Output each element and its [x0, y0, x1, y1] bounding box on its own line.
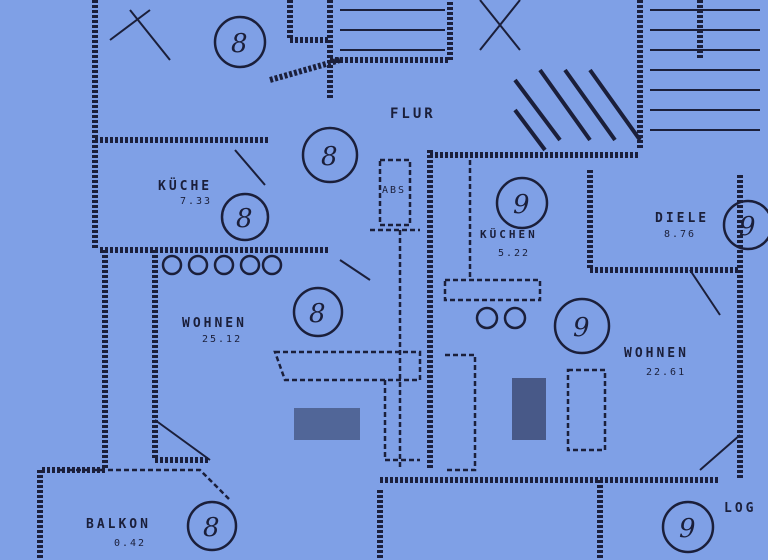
unit-marker: 9	[722, 199, 768, 251]
svg-text:8: 8	[309, 299, 326, 329]
room-labels: FLUR KÜCHE 7.33 WOHNEN 25.12 BALKON 0.42…	[86, 106, 756, 549]
unit-marker: 9	[553, 297, 611, 355]
unit-marker: 8	[186, 500, 238, 552]
svg-text:8: 8	[203, 513, 220, 543]
room-label-wohnen-right: WOHNEN	[624, 346, 689, 361]
room-label-wohnen-left: WOHNEN	[182, 316, 247, 331]
area-label-diele: 8.76	[664, 229, 696, 240]
area-label-wohnen-right: 22.61	[646, 367, 686, 378]
unit-marker: 8	[213, 15, 267, 69]
room-label-abs: ABS	[382, 185, 406, 196]
room-label-diele: DIELE	[655, 211, 709, 226]
svg-text:9: 9	[679, 514, 696, 544]
stair-hatching	[109, 0, 760, 152]
svg-text:9: 9	[513, 190, 530, 220]
svg-text:8: 8	[321, 142, 338, 172]
room-label-kueche-right: KÜCHEN	[480, 227, 538, 241]
svg-text:8: 8	[236, 204, 253, 234]
room-label-loggia: LOG	[724, 501, 756, 516]
fixtures	[154, 149, 741, 472]
unit-marker: 9	[661, 500, 715, 554]
unit-marker: 8	[301, 126, 359, 184]
unit-marker: 9	[495, 176, 549, 230]
room-label-flur: FLUR	[390, 106, 436, 122]
area-label-kueche-right: 5.22	[498, 248, 530, 259]
room-label-balkon: BALKON	[86, 517, 151, 532]
room-label-kueche-left: KÜCHE	[158, 178, 212, 194]
area-label-wohnen-left: 25.12	[202, 334, 242, 345]
unit-marker: 8	[220, 192, 270, 242]
unit-marker: 8	[292, 286, 344, 338]
area-label-kueche-left: 7.33	[180, 196, 212, 207]
svg-text:9: 9	[739, 212, 756, 242]
svg-text:8: 8	[231, 29, 248, 59]
unit-markers: 8 8 8 8 8 9 9 9	[186, 15, 768, 554]
walls	[37, 0, 743, 560]
svg-text:9: 9	[573, 313, 590, 343]
area-label-balkon: 0.42	[114, 538, 146, 549]
